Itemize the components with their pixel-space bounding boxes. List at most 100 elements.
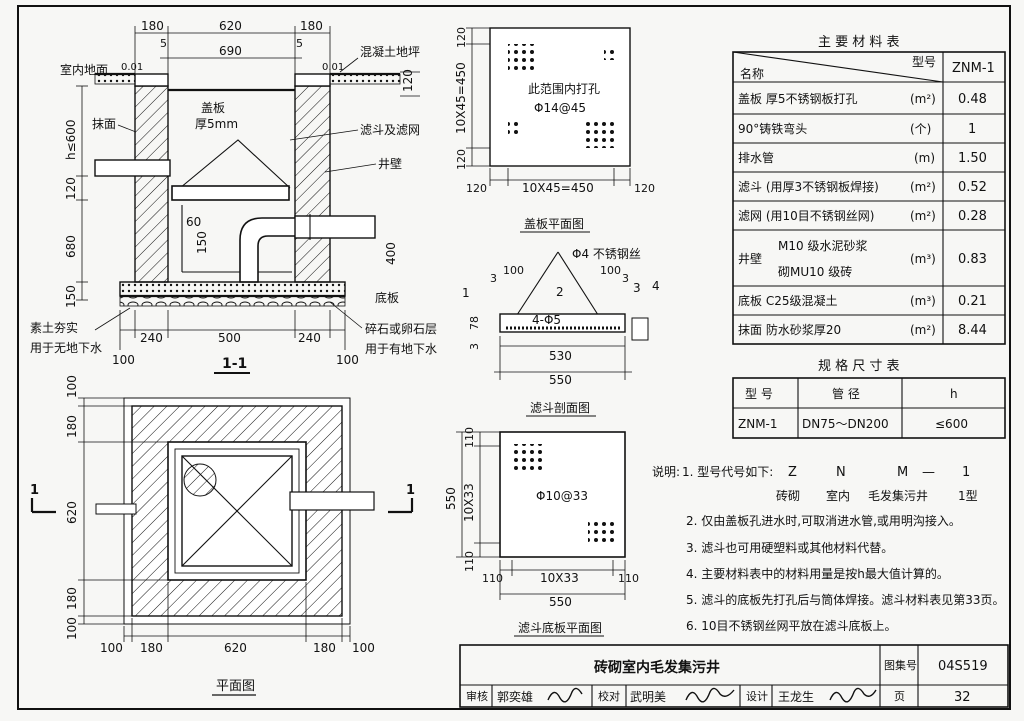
materials-row: 90°铸铁弯头 (个) 1: [738, 121, 976, 137]
svg-text:90°铸铁弯头: 90°铸铁弯头: [738, 121, 807, 136]
slab-label: 混凝土地坪: [360, 44, 420, 59]
outlet-pipe: [294, 215, 376, 239]
svg-text:盖板 厚5不锈钢板打孔: 盖板 厚5不锈钢板打孔: [738, 92, 857, 106]
sheet-border: [17, 5, 1011, 710]
soil-label: 素土夯实: [30, 320, 78, 335]
note-1-meaning-brick: 砖砌: [776, 488, 800, 503]
materials-row: 滤网 (用10目不锈钢丝网) (m²) 0.28: [738, 209, 987, 224]
h-label: h≤600: [64, 119, 78, 160]
gravel-note: 用于有地下水: [365, 342, 437, 356]
notes: 说明: 1. 型号代号如下: Z N M — 1 砖砌 室内 毛发集污井 1型 …: [652, 464, 1005, 633]
dim-120-right: 120: [401, 69, 415, 92]
design-label: 设计: [746, 690, 768, 703]
materials-row: 盖板 厚5不锈钢板打孔 (m²) 0.48: [738, 92, 987, 107]
note-3: 3. 滤斗也可用硬塑料或其他材料代替。: [686, 540, 893, 555]
plan-dim-left-100-bottom: 100: [65, 617, 79, 640]
svg-text:1: 1: [968, 122, 976, 137]
designer-signature: [829, 687, 877, 703]
cover-label: 盖板: [201, 101, 225, 115]
strainer-section: Φ4 不锈钢丝 4-Φ5 1 2 3 4 3 100 100 3 78 3 53…: [462, 247, 660, 417]
strainer-base-plan: Φ10@33 550 10X33 110 110 110 10X33 110 5…: [444, 427, 639, 637]
inlet-pipe: [94, 159, 171, 177]
dim-5-left: 5: [160, 37, 167, 50]
svg-text:1.50: 1.50: [958, 151, 987, 166]
gravel-label: 碎石或卵石层: [365, 321, 437, 336]
svg-text:(m): (m): [914, 151, 935, 165]
note-1-meaning-indoor: 室内: [826, 488, 850, 503]
plan-dim-bottom-100-right: 100: [352, 641, 375, 655]
cover-dim-bottom-left: 120: [466, 182, 487, 195]
materials-header-name: 名称: [740, 66, 764, 81]
dim-60: 60: [186, 215, 201, 229]
spec-cell-h: ≤600: [935, 417, 968, 431]
materials-row: 井壁 M10 级水泥砂浆 砌MU10 级砖 (m³) 0.83: [738, 238, 987, 279]
dim-150: 150: [64, 285, 78, 308]
svg-text:M10 级水泥砂浆: M10 级水泥砂浆: [778, 238, 867, 253]
title-block: 砖砌室内毛发集污井 图集号 04S519 审核 郭奕雄 校对 武明美 设计 王龙…: [459, 644, 1009, 708]
materials-row: 排水管 (m) 1.50: [738, 150, 987, 166]
dim-100-right: 100: [336, 353, 359, 367]
materials-header-model: 型号: [912, 55, 936, 69]
atlas-label: 图集号: [884, 658, 917, 672]
reviewer-name: 郭奕雄: [497, 689, 533, 704]
dim-150b: 150: [195, 231, 209, 254]
wire-label: Φ4 不锈钢丝: [572, 247, 641, 261]
svg-text:0.48: 0.48: [958, 92, 987, 107]
section-1-1: 180 620 180 690 5 5 室内地面 0.01 0.01 混凝土地坪…: [30, 19, 437, 374]
cover-inner-text-1: 此范围内打孔: [528, 82, 600, 96]
well-wall-right: [294, 85, 331, 283]
bar-label: 4-Φ5: [532, 313, 561, 327]
svg-text:(个): (个): [910, 122, 931, 136]
notes-label: 说明:: [652, 464, 680, 479]
cover-dim-left-bottom: 120: [455, 149, 468, 170]
spec-cell-diameter: DN75～DN200: [802, 417, 889, 431]
dim-5-right: 5: [296, 37, 303, 50]
svg-text:滤斗 (用厚3不锈钢板焊接): 滤斗 (用厚3不锈钢板焊接): [738, 179, 879, 194]
base-dim-550-bottom: 550: [549, 595, 572, 609]
cut-mark-right: 1: [406, 483, 415, 498]
strainer-section-title: 滤斗剖面图: [530, 401, 590, 415]
svg-text:(m³): (m³): [910, 294, 936, 308]
cover-dim-left: 10X45=450: [454, 62, 468, 134]
plan-dim-bottom-100-left: 100: [100, 641, 123, 655]
svg-text:0.28: 0.28: [958, 209, 987, 224]
dim-100-left: 100: [112, 353, 135, 367]
dim-3b: 3: [622, 272, 629, 285]
plan-dim-left-100-top: 100: [65, 375, 79, 398]
cover-plan: 此范围内打孔 Φ14@45 120 10X45=450 120 120 10X4…: [454, 27, 655, 233]
atlas-number: 04S519: [938, 659, 988, 674]
note-1-code-z: Z: [788, 465, 797, 480]
num-1: 1: [462, 286, 470, 300]
base-plate-label: 底板: [375, 290, 399, 305]
reviewer-signature: [547, 687, 583, 703]
num-4: 4: [652, 279, 660, 293]
svg-text:8.44: 8.44: [958, 323, 987, 338]
cover-dim-bottom-mid: 10X45=450: [522, 181, 594, 195]
dim-240-right: 240: [298, 331, 321, 345]
note-1-code-m: M: [897, 465, 908, 480]
base-dim-mid-left: 10X33: [462, 483, 476, 522]
level-mark-left: 0.01: [121, 62, 143, 73]
cut-mark-left: 1: [30, 483, 39, 498]
strainer-base-title: 滤斗底板平面图: [518, 620, 602, 635]
strainer-label: 滤斗及滤网: [360, 123, 420, 137]
note-5: 5. 滤斗的底板先打孔后与筒体焊接。滤斗材料表见第33页。: [686, 592, 1005, 607]
note-1-meaning-type: 毛发集污井: [868, 488, 928, 503]
well-wall-label: 井壁: [378, 156, 402, 171]
base-dim-550-left: 550: [444, 487, 458, 510]
dim-680: 680: [64, 235, 78, 258]
check-label: 校对: [598, 689, 620, 703]
svg-text:(m²): (m²): [910, 323, 936, 337]
svg-text:滤网 (用10目不锈钢丝网): 滤网 (用10目不锈钢丝网): [738, 209, 874, 223]
dim-180-left: 180: [141, 19, 164, 33]
note-1: 1. 型号代号如下:: [682, 464, 773, 479]
dim-400: 400: [384, 242, 398, 265]
svg-text:0.83: 0.83: [958, 252, 987, 267]
dim-240-left: 240: [140, 331, 163, 345]
spec-header-model: 型 号: [745, 387, 773, 401]
dim-530: 530: [549, 349, 572, 363]
lining-label: 抹面: [92, 117, 116, 131]
base-plate: [119, 281, 346, 297]
dim-3c: 3: [468, 343, 481, 350]
